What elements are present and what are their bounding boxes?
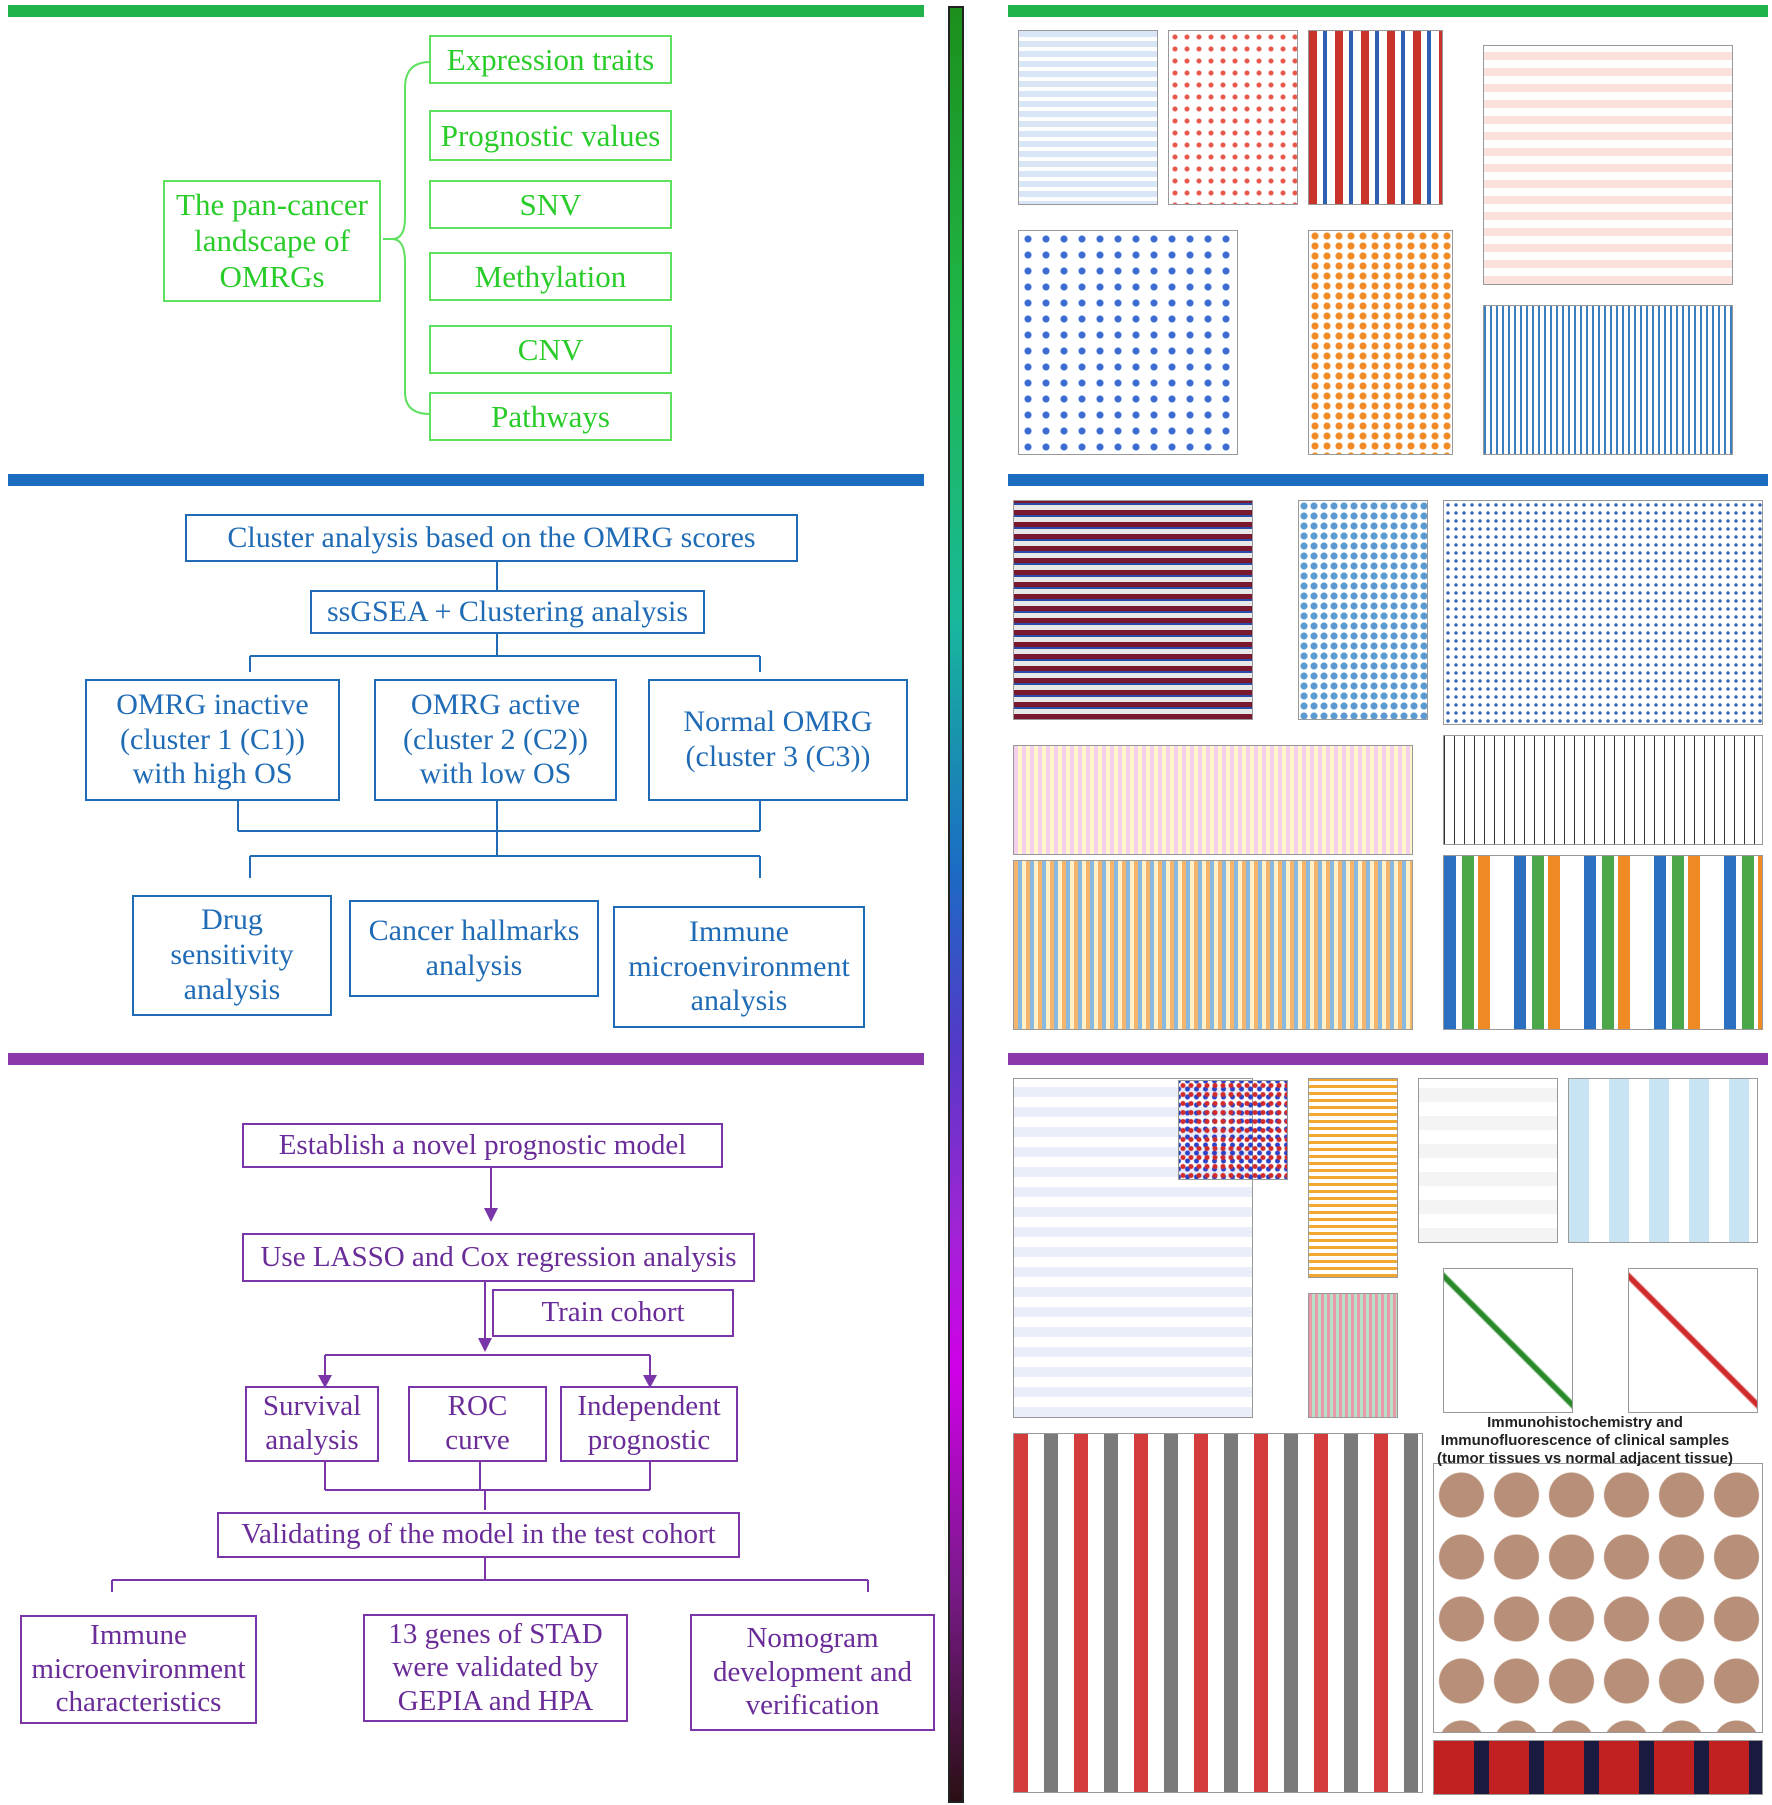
cluster-c3-box: Normal OMRG (cluster 3 (C3)) — [648, 679, 908, 801]
prognostic-values-box: Prognostic values — [429, 110, 672, 161]
gradient-color-bar — [948, 6, 964, 1803]
pan-cancer-root-box: The pan-cancer landscape of OMRGs — [163, 180, 381, 302]
lasso-cox-box: Use LASSO and Cox regression analysis — [242, 1233, 755, 1282]
figure-band-middle — [1008, 474, 1768, 486]
validation-box: Validating of the model in the test coho… — [217, 1512, 740, 1558]
cluster-c2-box: OMRG active (cluster 2 (C2)) with low OS — [374, 679, 617, 801]
section2-band — [8, 474, 924, 486]
pathways-box: Pathways — [429, 392, 672, 441]
nomogram-box: Nomogram development and verification — [690, 1614, 935, 1731]
roc-curve-box: ROC curve — [408, 1386, 547, 1462]
expression-traits-box: Expression traits — [429, 35, 672, 84]
figure-panel-1 — [1008, 20, 1768, 460]
figure-band-bottom — [1008, 1053, 1768, 1065]
figure-band-top — [1008, 5, 1768, 17]
train-cohort-box: Train cohort — [492, 1289, 734, 1337]
methylation-box: Methylation — [429, 252, 672, 301]
cluster-analysis-title-box: Cluster analysis based on the OMRG score… — [185, 514, 798, 562]
ihc-panel-title: Immunohistochemistry and Immunofluoresce… — [1437, 1414, 1733, 1467]
independent-prognostic-box: Independent prognostic — [560, 1386, 738, 1462]
establish-model-box: Establish a novel prognostic model — [242, 1123, 723, 1168]
gepia-hpa-validation-box: 13 genes of STAD were validated by GEPIA… — [363, 1614, 628, 1722]
snv-box: SNV — [429, 180, 672, 229]
cancer-hallmarks-box: Cancer hallmarks analysis — [349, 900, 599, 997]
immune-microenvironment-box: Immune microenvironment analysis — [613, 906, 865, 1028]
figure-panel-2 — [1008, 490, 1768, 1040]
section1-band — [8, 5, 924, 17]
immune-characteristics-box: Immune microenvironment characteristics — [20, 1615, 257, 1724]
figure-panel-3 — [1008, 1068, 1768, 1803]
cluster-c1-box: OMRG inactive (cluster 1 (C1)) with high… — [85, 679, 340, 801]
cnv-box: CNV — [429, 325, 672, 374]
drug-sensitivity-box: Drug sensitivity analysis — [132, 895, 332, 1016]
section3-band — [8, 1053, 924, 1065]
survival-analysis-box: Survival analysis — [245, 1386, 379, 1462]
ssgsea-clustering-box: ssGSEA + Clustering analysis — [310, 590, 705, 634]
